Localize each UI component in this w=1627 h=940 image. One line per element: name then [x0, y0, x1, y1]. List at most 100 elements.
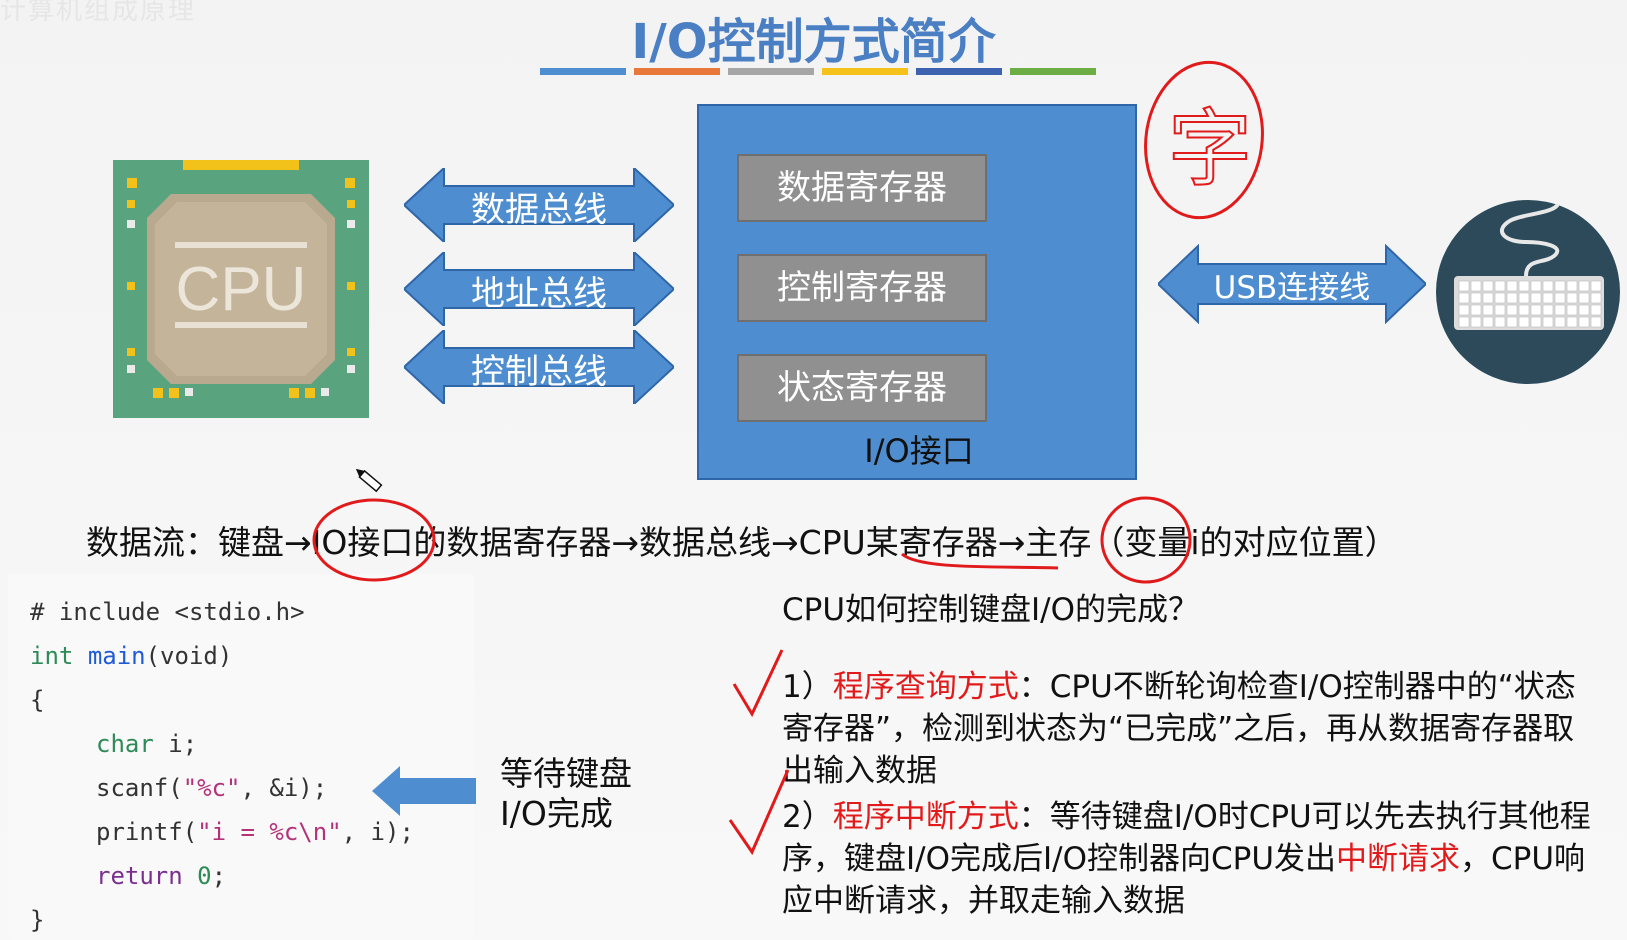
- keyboard-key: [1518, 316, 1530, 328]
- wait-line-1: 等待键盘: [500, 754, 632, 793]
- data-bus-label: 数据总线: [471, 190, 607, 230]
- keyboard-key: [1470, 292, 1482, 304]
- keyboard-key: [1554, 316, 1566, 328]
- wait-keyboard-label: 等待键盘 I/O完成: [500, 754, 632, 834]
- address-bus-label: 地址总线: [471, 274, 607, 314]
- method-2-name: 程序中断方式: [832, 799, 1019, 835]
- code-block: # include <stdio.h> int main(void) { cha…: [8, 574, 474, 940]
- usb-label: USB连接线: [1213, 270, 1371, 306]
- keyboard-key: [1494, 280, 1506, 292]
- wait-arrow-icon: [372, 766, 476, 816]
- code-line: # include <stdio.h>: [30, 598, 305, 626]
- handwritten-char: 字: [1168, 100, 1252, 198]
- method-2-red-1: 中断: [1336, 841, 1399, 877]
- keyboard-key: [1482, 316, 1494, 328]
- control-register: 控制寄存器: [737, 254, 987, 322]
- method-1-text: CPU不断轮询检查I/O控制器中的“状态寄存器”，检测到状态为“已完成”之后，再…: [782, 669, 1576, 789]
- method-1-paragraph: 1）程序查询方式：CPU不断轮询检查I/O控制器中的“状态寄存器”，检测到状态为…: [782, 666, 1602, 792]
- flow-middle: 的数据寄存器→数据总线→CPU某寄存器→: [413, 523, 1026, 562]
- data-register: 数据寄存器: [737, 154, 987, 222]
- method-2-text-1: 等待键盘I/O时CPU可以先去执行其他程序，键盘I/O完成后I/O控制器向CPU…: [782, 799, 1591, 877]
- keyboard-key: [1518, 292, 1530, 304]
- code-line: return 0;: [96, 862, 227, 890]
- method-1-colon: ：: [1018, 669, 1050, 705]
- stripe: [540, 68, 626, 75]
- status-register: 状态寄存器: [737, 354, 987, 422]
- keyboard-key: [1470, 280, 1482, 292]
- pen-cursor-icon: [355, 468, 383, 493]
- keyboard-key: [1482, 292, 1494, 304]
- keyboard-key: [1590, 292, 1602, 304]
- keyboard-key: [1458, 280, 1470, 292]
- flow-io-port: IO接口: [311, 523, 414, 562]
- flow-suffix: （变量i的对应位置）: [1091, 523, 1398, 562]
- control-bus-label: 控制总线: [471, 352, 607, 392]
- keyboard-key: [1566, 304, 1578, 316]
- keyboard-key: [1482, 280, 1494, 292]
- keyboard-key: [1578, 292, 1590, 304]
- keyboard-key: [1578, 280, 1590, 292]
- method-2-red-2: 请求: [1398, 841, 1461, 877]
- watermark: 计算机组成原理: [0, 0, 197, 26]
- keyboard-key: [1530, 316, 1542, 328]
- code-line: }: [30, 906, 45, 934]
- io-interface-box: 数据寄存器 控制寄存器 状态寄存器 I/O接口: [697, 104, 1137, 480]
- keyboard-key: [1542, 292, 1554, 304]
- keyboard-key: [1566, 280, 1578, 292]
- io-interface-label: I/O接口: [864, 432, 974, 470]
- keyboard-key: [1578, 316, 1590, 328]
- data-bus-arrow: 数据总线: [404, 168, 674, 242]
- keyboard-key: [1494, 304, 1506, 316]
- keyboard-key: [1542, 304, 1554, 316]
- method-2-text-2: ，CPU响应中断请求，并取走输入数据: [782, 841, 1586, 919]
- keyboard-key: [1542, 280, 1554, 292]
- keyboard-key: [1506, 304, 1518, 316]
- keyboard-key: [1470, 316, 1482, 328]
- keyboard-key: [1590, 280, 1602, 292]
- question-text: CPU如何控制键盘I/O的完成？: [782, 592, 1200, 628]
- keyboard-key: [1458, 292, 1470, 304]
- keyboard-key: [1530, 304, 1542, 316]
- stripe: [916, 68, 1002, 75]
- stripe: [822, 68, 908, 75]
- keyboard-key: [1542, 316, 1554, 328]
- stripe: [634, 68, 720, 75]
- keyboard-key: [1506, 292, 1518, 304]
- keyboard-key: [1518, 280, 1530, 292]
- code-line: char i;: [96, 730, 198, 758]
- keyboard-key: [1482, 304, 1494, 316]
- usb-cable-arrow: USB连接线: [1156, 243, 1428, 325]
- keyboard-key: [1470, 304, 1482, 316]
- keyboard-key: [1554, 280, 1566, 292]
- keyboard-key: [1554, 292, 1566, 304]
- flow-memory: 主存: [1025, 523, 1092, 562]
- code-line: scanf("%c", &i);: [96, 774, 328, 802]
- wait-line-2: I/O完成: [500, 794, 613, 833]
- method-2-paragraph: 2）程序中断方式：等待键盘I/O时CPU可以先去执行其他程序，键盘I/O完成后I…: [782, 796, 1602, 922]
- cpu-label: CPU: [176, 255, 307, 324]
- method-1-name: 程序查询方式: [832, 669, 1019, 705]
- keyboard-icon: [1434, 198, 1622, 386]
- keyboard-key: [1590, 316, 1602, 328]
- keyboard-key: [1590, 304, 1602, 316]
- title-underline-stripes: [540, 68, 1096, 75]
- keyboard-key: [1494, 316, 1506, 328]
- keyboard-key: [1566, 316, 1578, 328]
- code-line: printf("i = %c\n", i);: [96, 818, 414, 846]
- keyboard-key: [1458, 316, 1470, 328]
- keyboard-key: [1506, 316, 1518, 328]
- keyboard-key: [1494, 292, 1506, 304]
- keyboard-key: [1518, 304, 1530, 316]
- stripe: [728, 68, 814, 75]
- slide-title: I/O控制方式简介: [631, 14, 996, 70]
- data-flow-text: 数据流：键盘→IO接口的数据寄存器→数据总线→CPU某寄存器→主存（变量i的对应…: [86, 516, 1398, 564]
- keyboard-key: [1530, 280, 1542, 292]
- keyboard-key: [1530, 292, 1542, 304]
- keyboard-key: [1566, 292, 1578, 304]
- code-line: {: [30, 686, 45, 714]
- cpu-chip-icon: CPU: [113, 160, 369, 418]
- code-line: int main(void): [30, 642, 233, 670]
- method-2-number: 2）: [782, 799, 833, 835]
- method-1-number: 1）: [782, 669, 833, 705]
- address-bus-arrow: 地址总线: [404, 252, 674, 326]
